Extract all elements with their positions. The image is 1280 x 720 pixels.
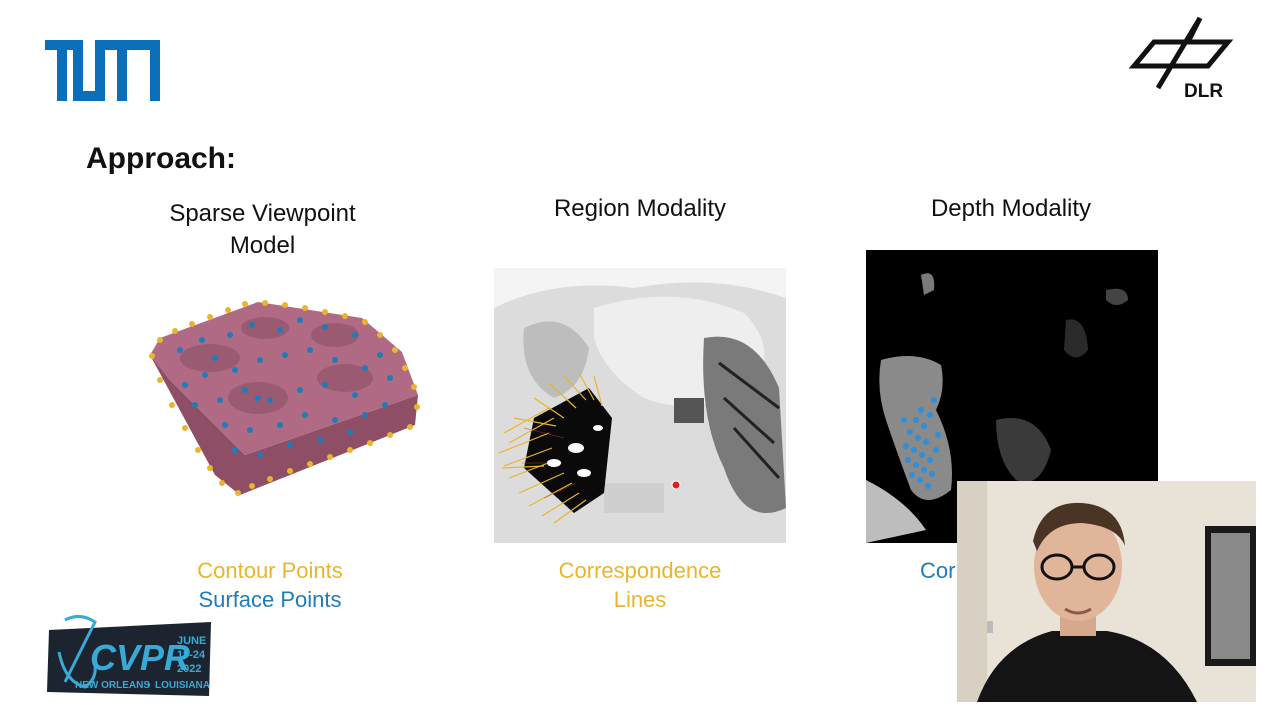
legend-region-modality: Correspondence Lines — [510, 556, 770, 614]
region-modality-figure — [494, 268, 786, 543]
legend-depth-correspondence: Cor — [920, 558, 956, 583]
slide-heading: Approach: — [86, 142, 236, 175]
cvpr-location-state: LOUISIANA — [155, 680, 210, 691]
legend-lines: Lines — [613, 587, 667, 612]
cvpr-date-month: JUNE — [177, 635, 206, 647]
column-title-line: Sparse Viewpoint — [169, 200, 356, 227]
cvpr-2022-badge: CVPR JUNE 19-24 2022 NEW ORLEANS • LOUIS… — [47, 615, 211, 696]
sparse-viewpoint-model-figure — [149, 300, 420, 496]
legend-sparse-viewpoint: Contour Points Surface Points — [150, 556, 390, 614]
cvpr-name: CVPR — [90, 637, 190, 678]
column-title-line: Depth Modality — [930, 195, 1092, 222]
column-title-depth-modality: Depth Modality — [870, 193, 1152, 225]
column-title-line: Region Modality — [553, 195, 727, 222]
cvpr-date-days: 19-24 — [177, 649, 206, 661]
cvpr-date-year: 2022 — [177, 663, 201, 675]
dlr-logo-icon: DLR — [1128, 16, 1234, 100]
column-title-region-modality: Region Modality — [500, 193, 780, 225]
column-title-line: Model — [229, 232, 296, 259]
correspondence-lines — [498, 372, 603, 524]
dlr-logo-text: DLR — [1184, 81, 1223, 100]
depth-correspondence-points — [901, 397, 941, 489]
column-title-sparse-viewpoint: Sparse Viewpoint Model — [140, 198, 385, 262]
legend-correspondence: Correspondence — [558, 558, 722, 583]
legend-surface-points: Surface Points — [198, 587, 342, 612]
cvpr-location-sep: • — [147, 680, 151, 691]
surface-points — [177, 317, 393, 458]
tum-logo-icon — [45, 40, 160, 101]
presenter-video-feed — [957, 481, 1256, 702]
legend-contour-points: Contour Points — [197, 558, 343, 583]
contour-points — [149, 300, 420, 496]
legend-depth-modality: Cor — [920, 556, 955, 585]
cvpr-location-city: NEW ORLEANS — [75, 680, 150, 691]
